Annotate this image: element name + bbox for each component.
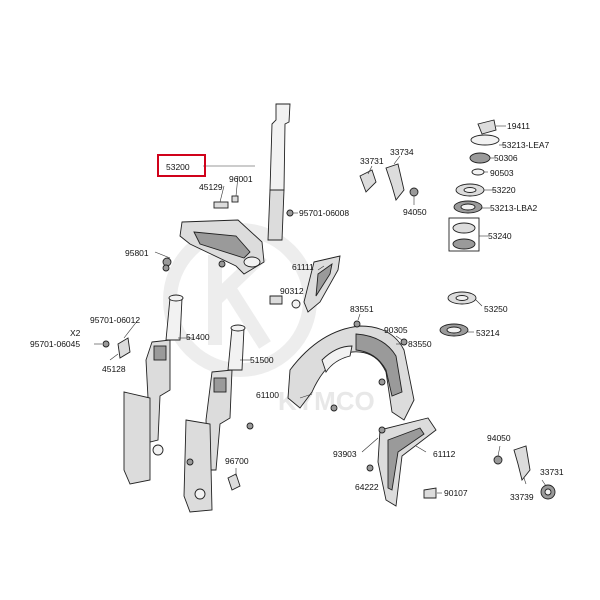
label-93903: 93903 (333, 449, 357, 459)
bearing-stack-top (448, 119, 506, 252)
label-61111: 61111 (292, 262, 314, 272)
label-95701-06008: 95701-06008 (299, 208, 349, 218)
label-45128: 45128 (102, 364, 126, 374)
label-33731-bottom: 33731 (540, 467, 564, 477)
label-51500: 51500 (250, 355, 274, 365)
steering-stem (154, 103, 298, 275)
label-96001: 96001 (229, 174, 253, 184)
front-fork-left (94, 294, 194, 485)
label-96700: 96700 (225, 456, 249, 466)
label-53250: 53250 (484, 304, 508, 314)
label-53240: 53240 (488, 231, 512, 241)
label-19411: 19411 (507, 121, 530, 131)
label-53213-lba2: 53213-LBA2 (490, 203, 538, 213)
label-90305: 90305 (384, 325, 408, 335)
label-33739: 33739 (510, 492, 534, 502)
label-90312: 90312 (280, 286, 304, 296)
label-53220: 53220 (492, 185, 516, 195)
label-90503: 90503 (490, 168, 514, 178)
part-labels: 53200 96001 45129 95701-06008 95801 9570… (30, 121, 564, 502)
label-95701-06045: 95701-06045 (30, 339, 80, 349)
label-94050-top: 94050 (403, 207, 427, 217)
label-83550: 83550 (408, 339, 432, 349)
label-33734: 33734 (390, 147, 414, 157)
label-53213-lea7: 53213-LEA7 (502, 140, 550, 150)
label-x2: X2 (70, 328, 81, 338)
label-61100: 61100 (256, 390, 279, 400)
bearing-stack-lower (439, 291, 483, 337)
front-fork-right (183, 324, 254, 513)
label-90107: 90107 (444, 488, 468, 498)
kymco-watermark: KYMCO (163, 223, 375, 416)
label-64222: 64222 (355, 482, 379, 492)
label-51400: 51400 (186, 332, 210, 342)
label-33731-top: 33731 (360, 156, 384, 166)
fender-lower-piece (361, 417, 442, 507)
front-fender (269, 255, 415, 421)
label-95801: 95801 (125, 248, 149, 258)
label-50306: 50306 (494, 153, 518, 163)
bracket-top (359, 155, 419, 205)
label-45129: 45129 (199, 182, 223, 192)
label-83551: 83551 (350, 304, 374, 314)
highlight-box (157, 154, 206, 177)
label-61112: 61112 (433, 449, 456, 459)
label-95701-06012: 95701-06012 (90, 315, 140, 325)
label-53200: 53200 (166, 162, 190, 172)
label-53214: 53214 (476, 328, 500, 338)
bracket-bottom (493, 445, 556, 500)
label-94050-bottom: 94050 (487, 433, 511, 443)
